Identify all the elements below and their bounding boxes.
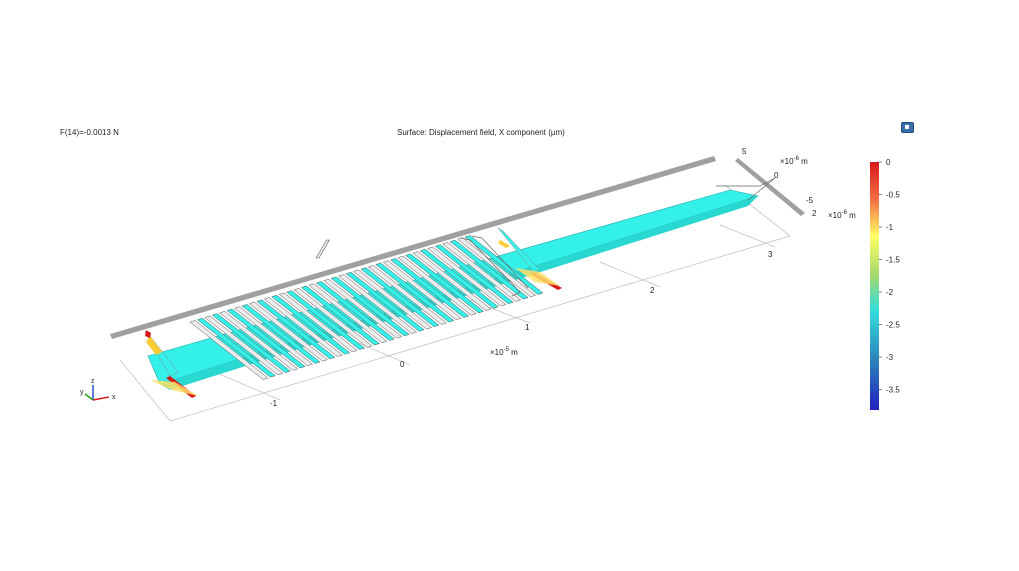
axis-grid — [119, 184, 791, 422]
coordinate-triad: z x y — [80, 378, 116, 401]
plot-title: Surface: Displacement field, X component… — [397, 128, 565, 137]
comb-finger — [360, 267, 440, 327]
image-export-button[interactable] — [901, 122, 914, 133]
x-tick-label: 2 — [650, 286, 655, 295]
substrate-plate-back — [110, 156, 716, 339]
z-axis-unit: ×10-6 m — [828, 210, 856, 220]
stator-comb-right — [315, 239, 330, 259]
colorbar — [870, 162, 879, 410]
z-tick-label: 2 — [812, 209, 817, 218]
comb-finger — [390, 258, 470, 318]
comb-finger — [405, 253, 485, 314]
comb-finger — [196, 317, 276, 378]
comb-finger — [464, 235, 544, 295]
colorbar-tick-label: 0 — [886, 158, 891, 167]
comb-finger — [352, 269, 433, 330]
x-tick-label: -1 — [270, 399, 278, 408]
right-spring — [497, 227, 562, 290]
comb-finger — [449, 239, 529, 300]
comb-finger — [382, 260, 462, 321]
comb-finger — [434, 244, 514, 304]
comb-finger — [211, 313, 291, 373]
comb-finger — [442, 242, 522, 302]
comb-finger — [241, 304, 321, 364]
comb-finger — [367, 265, 447, 325]
comb-finger — [189, 320, 269, 380]
triad-y-label: y — [80, 389, 84, 396]
y-tick-label: 5 — [742, 147, 747, 156]
comb-finger — [412, 251, 492, 311]
comb-finger — [323, 278, 403, 339]
comb-finger — [263, 297, 343, 357]
colorbar-tick-label: -3.5 — [886, 386, 900, 395]
colorbar-tick-label: -3 — [886, 353, 894, 362]
colorbar-tick-label: -1.5 — [886, 256, 900, 265]
left-spring — [144, 330, 198, 398]
comb-finger — [427, 246, 507, 307]
substrate-plate-right — [735, 158, 805, 216]
x-tick-label: 1 — [525, 323, 530, 332]
x-tick-label: 0 — [400, 360, 405, 369]
x-axis-unit: ×10-5 m — [490, 347, 518, 357]
comb-finger — [345, 271, 425, 332]
triad-z-label: z — [91, 378, 95, 385]
comb-fingers — [189, 235, 544, 380]
comb-finger — [308, 283, 388, 344]
comb-finger — [397, 255, 477, 316]
triad-x-label: x — [112, 394, 116, 401]
proof-mass-surface — [147, 189, 760, 385]
comb-finger — [338, 274, 418, 334]
colorbar-ticks: 0 -0.5 -1 -1.5 -2 -2.5 -3 -3.5 — [879, 158, 900, 395]
comb-finger — [278, 292, 358, 353]
comb-finger — [293, 288, 373, 348]
x-tick-label: 3 — [768, 250, 773, 259]
comb-finger — [256, 299, 336, 360]
y-tick-label: -5 — [806, 196, 814, 205]
colorbar-tick-label: -0.5 — [886, 191, 900, 200]
comb-finger — [219, 311, 299, 371]
comb-finger — [315, 281, 395, 341]
colorbar-tick-label: -2 — [886, 288, 894, 297]
stator-outline-right — [459, 177, 776, 297]
comb-finger — [419, 249, 499, 309]
comb-finger — [234, 306, 314, 366]
comb-finger — [330, 276, 410, 337]
comb-finger — [300, 285, 381, 346]
comb-finger — [226, 308, 306, 369]
comb-finger — [204, 315, 284, 376]
colorbar-tick-label: -1 — [886, 223, 894, 232]
y-tick-label: 0 — [774, 171, 779, 180]
y-axis-unit: ×10-6 m — [780, 156, 808, 166]
image-export-icon — [905, 125, 909, 129]
force-label: F(14)=-0.0013 N — [60, 128, 119, 137]
colorbar-tick-label: -2.5 — [886, 321, 900, 330]
comb-finger — [375, 262, 455, 323]
comb-finger — [248, 301, 328, 362]
comb-finger — [271, 294, 351, 355]
comb-finger — [286, 290, 366, 350]
